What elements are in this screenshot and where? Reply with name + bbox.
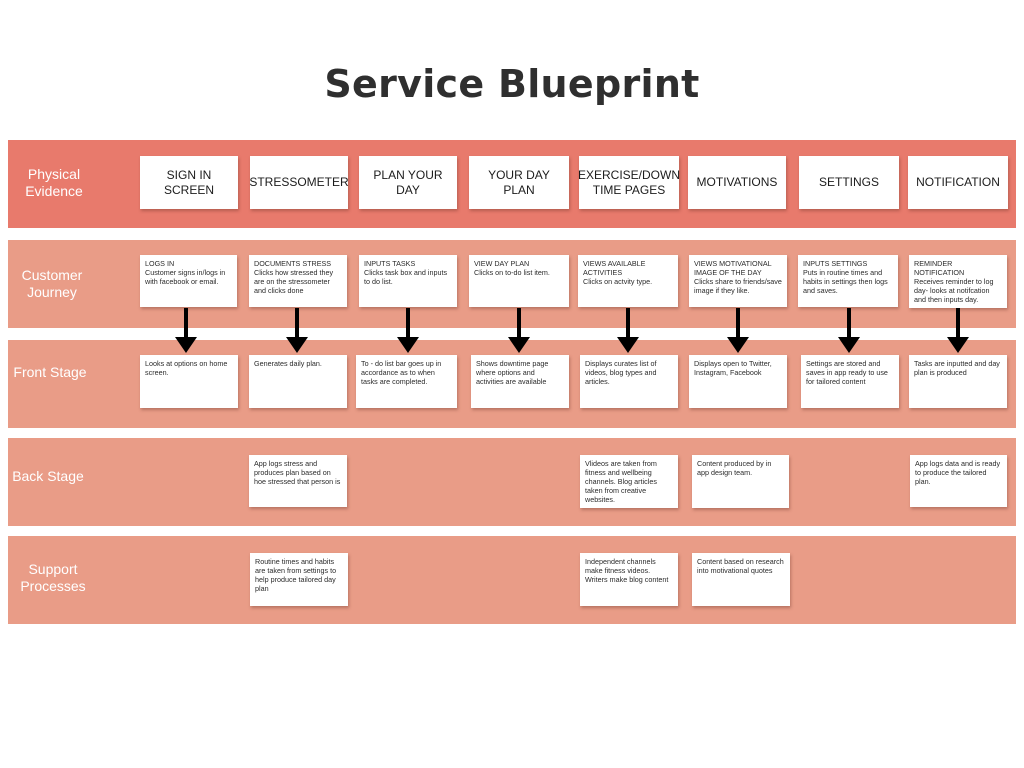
journey-text: Customer signs in/logs in with facebook … xyxy=(145,268,226,286)
support-text: Independent channels make fitness videos… xyxy=(585,557,669,584)
evidence-label: PLAN YOUR DAY xyxy=(373,167,443,197)
front-text: Displays open to Twitter, Instagram, Fac… xyxy=(694,359,772,377)
evidence-card-stressometer: STRESSOMETER xyxy=(249,156,349,209)
back-card-notification: App logs data and is ready to produce th… xyxy=(910,455,1007,507)
front-card-settings-stored: Settings are stored and saves in app rea… xyxy=(801,355,899,408)
journey-card-views-activities: VIEWS AVAILABLE ACTIVITIES Clicks on act… xyxy=(578,255,678,307)
back-card-stressometer: App logs stress and produces plan based … xyxy=(249,455,347,507)
journey-heading: VIEWS AVAILABLE ACTIVITIES xyxy=(583,259,646,277)
journey-card-reminder-notification: REMINDER NOTIFICATION Receives reminder … xyxy=(909,255,1007,308)
arrow-down-icon xyxy=(175,308,197,353)
support-text: Routine times and habits are taken from … xyxy=(255,557,337,593)
evidence-card-plan-your-day: PLAN YOUR DAY xyxy=(359,156,457,209)
journey-text: Clicks on to-do list item. xyxy=(474,268,550,277)
back-text: App logs data and is ready to produce th… xyxy=(915,459,1001,486)
front-card-todo-bar: To - do list bar goes up in accordance a… xyxy=(356,355,457,408)
lane-label-customer-journey: Customer Journey xyxy=(21,267,83,300)
journey-heading: VIEW DAY PLAN xyxy=(474,259,530,268)
arrow-down-icon xyxy=(838,308,860,353)
lane-label-physical-evidence: Physical Evidence xyxy=(25,166,83,199)
evidence-card-notification: NOTIFICATION xyxy=(908,156,1008,209)
lane-label-back-stage: Back Stage xyxy=(12,468,84,484)
journey-text: Clicks share to friends/save image if th… xyxy=(694,277,782,295)
journey-card-view-day-plan: VIEW DAY PLAN Clicks on to-do list item. xyxy=(469,255,569,307)
back-text: Vlideos are taken from fitness and wellb… xyxy=(585,459,657,504)
journey-text: Clicks on actvity type. xyxy=(583,277,653,286)
front-text: To - do list bar goes up in accordance a… xyxy=(361,359,442,386)
journey-card-inputs-settings: INPUTS SETTINGS Puts in routine times an… xyxy=(798,255,898,307)
support-text: Content based on research into motivatio… xyxy=(697,557,784,575)
journey-heading: INPUTS TASKS xyxy=(364,259,416,268)
arrow-down-icon xyxy=(508,308,530,353)
journey-heading: LOGS IN xyxy=(145,259,175,268)
support-card-motivations: Content based on research into motivatio… xyxy=(692,553,790,606)
journey-heading: INPUTS SETTINGS xyxy=(803,259,868,268)
evidence-card-sign-in: SIGN IN SCREEN xyxy=(140,156,238,209)
evidence-card-settings: SETTINGS xyxy=(799,156,899,209)
evidence-card-motivations: MOTIVATIONS xyxy=(688,156,786,209)
evidence-card-exercise-downtime: EXERCISE/DOWN TIME PAGES xyxy=(578,156,681,209)
evidence-label: SIGN IN SCREEN xyxy=(163,167,214,197)
front-text: Tasks are inputted and day plan is produ… xyxy=(914,359,1000,377)
evidence-label: SETTINGS xyxy=(818,175,879,189)
journey-heading: VIEWS MOTIVATIONAL IMAGE OF THE DAY xyxy=(694,259,772,277)
back-card-motivations: Content produced by in app design team. xyxy=(692,455,789,508)
arrow-down-icon xyxy=(397,308,419,353)
lane-band-support-processes xyxy=(8,536,1016,624)
lane-band-back-stage xyxy=(8,438,1016,526)
back-text: Content produced by in app design team. xyxy=(697,459,772,477)
journey-card-inputs-tasks: INPUTS TASKS Clicks task box and inputs … xyxy=(359,255,457,307)
evidence-label: NOTIFICATION xyxy=(916,175,1000,189)
journey-heading: REMINDER NOTIFICATION xyxy=(914,259,965,277)
journey-card-documents-stress: DOCUMENTS STRESS Clicks how stressed the… xyxy=(249,255,347,307)
journey-text: Clicks task box and inputs to do list. xyxy=(364,268,448,286)
front-card-generates-plan: Generates daily plan. xyxy=(249,355,347,408)
support-card-exercise: Independent channels make fitness videos… xyxy=(580,553,678,606)
journey-card-logs-in: LOGS IN Customer signs in/logs in with f… xyxy=(140,255,237,307)
journey-text: Receives reminder to log day- looks at n… xyxy=(914,277,994,304)
front-text: Displays curates list of videos, blog ty… xyxy=(585,359,657,386)
evidence-label: EXERCISE/DOWN TIME PAGES xyxy=(578,167,681,197)
evidence-label: YOUR DAY PLAN xyxy=(488,167,550,197)
evidence-label: MOTIVATIONS xyxy=(696,175,778,189)
arrow-down-icon xyxy=(286,308,308,353)
front-card-day-plan-produced: Tasks are inputted and day plan is produ… xyxy=(909,355,1007,408)
journey-heading: DOCUMENTS STRESS xyxy=(254,259,332,268)
front-text: Shows downtime page where options and ac… xyxy=(476,359,549,386)
front-card-social-share: Displays open to Twitter, Instagram, Fac… xyxy=(689,355,787,408)
evidence-card-your-day-plan: YOUR DAY PLAN xyxy=(469,156,569,209)
front-text: Looks at options on home screen. xyxy=(145,359,228,377)
evidence-label: STRESSOMETER xyxy=(249,175,349,189)
journey-text: Clicks how stressed they are on the stre… xyxy=(254,268,334,295)
page-title: Service Blueprint xyxy=(324,62,700,106)
arrow-down-icon xyxy=(947,308,969,353)
front-card-downtime-page: Shows downtime page where options and ac… xyxy=(471,355,569,408)
front-card-curated-list: Displays curates list of videos, blog ty… xyxy=(580,355,678,408)
arrow-down-icon xyxy=(617,308,639,353)
front-text: Generates daily plan. xyxy=(254,359,322,368)
lane-label-support-processes: Support Processes xyxy=(20,561,86,594)
front-text: Settings are stored and saves in app rea… xyxy=(806,359,888,386)
back-card-exercise: Vlideos are taken from fitness and wellb… xyxy=(580,455,678,508)
arrow-down-icon xyxy=(727,308,749,353)
journey-card-views-motivational-image: VIEWS MOTIVATIONAL IMAGE OF THE DAY Clic… xyxy=(689,255,787,307)
support-card-stressometer: Routine times and habits are taken from … xyxy=(250,553,348,606)
lane-label-front-stage: Front Stage xyxy=(13,364,87,380)
back-text: App logs stress and produces plan based … xyxy=(254,459,341,486)
front-card-home-options: Looks at options on home screen. xyxy=(140,355,238,408)
journey-text: Puts in routine times and habits in sett… xyxy=(803,268,888,295)
